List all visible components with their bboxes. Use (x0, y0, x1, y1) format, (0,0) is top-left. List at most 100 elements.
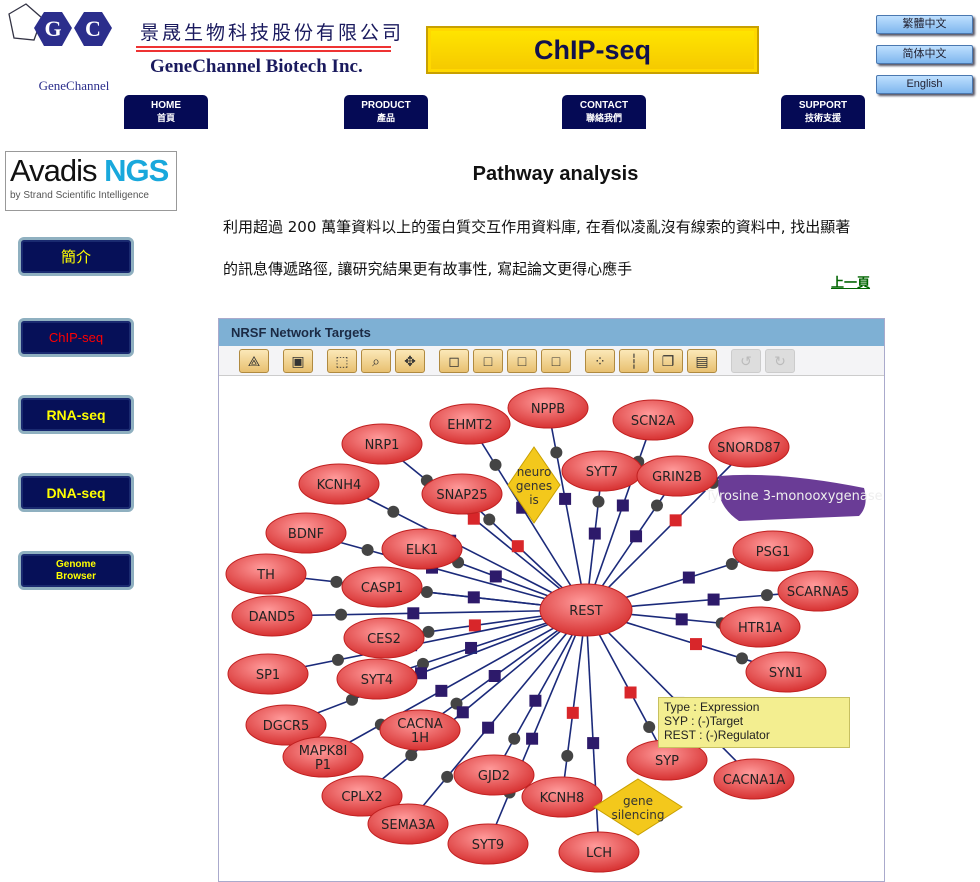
gene-node[interactable] (453, 754, 535, 796)
avadis-ngs-logo[interactable]: Avadis NGS by Strand Scientific Intellig… (5, 151, 177, 211)
edge-arrow-marker (725, 557, 738, 570)
description-line: 的訊息傳遞路徑, 讓研究結果更有故事性, 寫起論文更得心應手 (223, 260, 633, 278)
node-label: BDNF (288, 527, 324, 542)
nav-label: HOME (151, 100, 181, 111)
small-molecule-label: Tyrosine 3-monooxygenase (704, 489, 882, 504)
back-link[interactable]: 上一頁 (831, 275, 871, 290)
gene-node[interactable] (777, 570, 859, 612)
node-label: REST (569, 604, 602, 619)
edge-regulation-marker (529, 694, 542, 707)
node-label: SYT7 (586, 465, 618, 480)
edge-regulation-marker (587, 737, 600, 750)
edge-arrow-marker (331, 653, 344, 666)
sidebar-item-rna-seq[interactable]: RNA-seq (18, 395, 134, 434)
edge-arrow-marker (508, 732, 521, 745)
network-edge (338, 483, 587, 611)
process-node[interactable] (593, 778, 683, 836)
center-node-rest[interactable] (539, 583, 633, 637)
gene-node[interactable] (507, 387, 589, 429)
zoom-icon[interactable]: ⌕ (361, 348, 391, 373)
network-toolbar: ⟁▣⬚⌕✥◻□□□⁘┆❐▤↺↻ (219, 346, 884, 376)
gene-node[interactable] (612, 399, 694, 441)
sidebar-item-dna-seq[interactable]: DNA-seq (18, 473, 134, 512)
gene-node[interactable] (245, 704, 327, 746)
network-edge (585, 609, 755, 780)
gene-node[interactable] (336, 658, 418, 700)
gene-node[interactable] (745, 651, 827, 693)
node-label: KCNH4 (317, 478, 362, 493)
paste-icon[interactable]: ▤ (687, 348, 717, 373)
gene-node[interactable] (341, 423, 423, 465)
gene-node[interactable] (447, 823, 529, 865)
edge-regulation-marker (456, 706, 469, 719)
lang-english-button[interactable]: English (876, 75, 973, 94)
gene-node[interactable] (381, 528, 463, 570)
edge-regulation-marker (482, 721, 495, 734)
select-icon[interactable]: ⬚ (327, 348, 357, 373)
small-molecule-node[interactable] (718, 474, 866, 521)
nav-home[interactable]: HOME 首頁 (124, 95, 208, 129)
gene-node[interactable] (231, 595, 313, 637)
remove-selection-icon[interactable]: □ (541, 348, 571, 373)
node-label: GJD2 (478, 769, 510, 784)
gene-node[interactable] (429, 403, 511, 445)
gene-node[interactable] (636, 455, 718, 497)
gene-node[interactable] (227, 653, 309, 695)
page-title: Pathway analysis (472, 163, 639, 185)
add-selection-icon[interactable]: □ (507, 348, 537, 373)
gene-node[interactable] (379, 709, 461, 751)
edge-regulation-marker (566, 706, 579, 719)
gene-node[interactable] (708, 426, 790, 468)
network-edge (271, 609, 587, 617)
nav-label: PRODUCT (361, 100, 411, 111)
gene-node[interactable] (298, 463, 380, 505)
sidebar-item-chip-seq[interactable]: ChIP-seq (18, 318, 134, 357)
node-label: DGCR5 (263, 719, 309, 734)
description-line: 利用超過 200 萬筆資料以上的蛋白質交互作用資料庫, 在看似凌亂沒有線索的資料… (223, 218, 851, 236)
gene-node[interactable] (713, 758, 795, 800)
gene-node[interactable] (719, 606, 801, 648)
layout-icon[interactable]: ⟁ (239, 348, 269, 373)
network-edge (322, 609, 587, 758)
gene-node[interactable] (341, 566, 423, 608)
gene-node[interactable] (421, 473, 503, 515)
select-nodes-icon[interactable]: ⁘ (585, 348, 615, 373)
node-label: CACNA (397, 717, 443, 732)
gene-node[interactable] (321, 775, 403, 817)
fit-icon[interactable]: ◻ (439, 348, 469, 373)
gene-node[interactable] (732, 530, 814, 572)
network-edge (493, 609, 587, 776)
svg-text:C: C (85, 16, 101, 41)
nav-sublabel: 首頁 (156, 113, 175, 123)
edge-arrow-marker (441, 770, 454, 783)
select-edges-icon[interactable]: ┆ (619, 348, 649, 373)
gene-node[interactable] (558, 831, 640, 873)
node-label: SNORD87 (717, 441, 781, 456)
sidebar-item-genome-browser[interactable]: Genome Browser (18, 551, 134, 590)
gene-node[interactable] (343, 617, 425, 659)
lang-simplified-button[interactable]: 简体中文 (876, 45, 973, 64)
node-label: KCNH8 (540, 791, 585, 806)
copy-icon[interactable]: ❐ (653, 348, 683, 373)
gene-node[interactable] (225, 553, 307, 595)
gene-node[interactable] (367, 803, 449, 845)
nav-sublabel: 技術支援 (804, 113, 841, 123)
gene-node[interactable] (521, 776, 603, 818)
select-box-icon[interactable]: □ (473, 348, 503, 373)
network-canvas[interactable]: Tyrosine 3-monooxygenaseNRP1EHMT2NPPBSCN… (219, 376, 885, 882)
process-node[interactable] (507, 446, 561, 524)
gene-node[interactable] (265, 512, 347, 554)
network-edge (361, 609, 587, 797)
gene-node[interactable] (282, 736, 364, 778)
edge-arrow-marker (416, 657, 429, 670)
lang-traditional-button[interactable]: 繁體中文 (876, 15, 973, 34)
sidebar-item-intro[interactable]: 簡介 (18, 237, 134, 276)
edge-arrow-marker (760, 589, 773, 602)
save-icon[interactable]: ▣ (283, 348, 313, 373)
edge-arrow-marker (420, 586, 433, 599)
divider (136, 50, 391, 52)
pan-icon[interactable]: ✥ (395, 348, 425, 373)
